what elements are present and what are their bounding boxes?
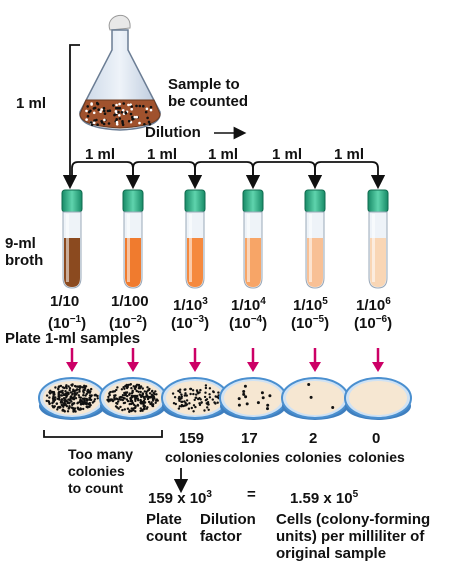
test-tube — [242, 189, 264, 289]
broth-label-1: 9-ml — [5, 235, 36, 252]
plating-arrow — [372, 348, 384, 372]
too-many-bracket — [43, 430, 163, 438]
colony-count-label: colonies — [285, 449, 342, 465]
tube-dilution-fraction: 1/100 — [111, 293, 149, 310]
tube-dilution-fraction: 1/106 — [356, 296, 391, 314]
plate-samples-label: Plate 1-ml samples — [5, 330, 141, 347]
cells-label-3: original sample — [276, 545, 387, 562]
test-tube — [184, 189, 206, 289]
plating-arrow — [189, 348, 201, 372]
transfer-label-2: 1 ml — [147, 146, 178, 163]
cells-label-1: Cells (colony-forming — [276, 511, 431, 528]
petri-plate — [161, 377, 229, 420]
plating-arrow — [127, 348, 139, 372]
transfer-arrow — [194, 161, 261, 190]
transfer-arrow — [252, 161, 323, 190]
transfer-arrow — [314, 161, 386, 190]
colony-count-label: colonies — [223, 449, 280, 465]
result-value: 1.59 x 105 — [290, 489, 359, 507]
colony-count: 159 — [179, 430, 205, 447]
test-tube — [367, 189, 389, 289]
tube-dilution-exponent: (10−6) — [354, 314, 393, 332]
tube-dilution-exponent: (10−5) — [291, 314, 330, 332]
tube-dilution-exponent: (10−3) — [171, 314, 210, 332]
sample-label-2: be counted — [168, 93, 249, 110]
tube-dilution-exponent: (10−4) — [229, 314, 268, 332]
test-tube — [61, 189, 83, 289]
transfer-label-4: 1 ml — [272, 146, 303, 163]
tube-dilution-fraction: 1/104 — [231, 296, 266, 314]
too-many-label-2: colonies — [68, 463, 125, 479]
petri-plate — [344, 377, 412, 420]
plate-count-label-2: count — [146, 528, 187, 545]
dilution-label: Dilution — [145, 124, 201, 141]
plating-arrow — [247, 348, 259, 372]
cells-label-2: units) per milliliter of — [276, 528, 425, 545]
dilution-factor-label-2: factor — [200, 528, 242, 545]
dilution-factor-label-1: Dilution — [200, 511, 256, 528]
colony-count: 2 — [309, 430, 318, 447]
test-tube — [122, 189, 144, 289]
transfer-label-3: 1 ml — [208, 146, 239, 163]
petri-plate — [99, 377, 167, 420]
sample-label-1: Sample to — [168, 76, 240, 93]
transfer-arrow — [132, 161, 203, 190]
broth-label-2: broth — [5, 252, 44, 269]
tube-dilution-fraction: 1/10 — [50, 293, 80, 310]
colony-count-label: colonies — [165, 449, 222, 465]
petri-plate — [281, 377, 349, 420]
too-many-label-3: to count — [68, 480, 124, 496]
tube-dilution-exponent: (10−2) — [109, 314, 148, 332]
flask-icon — [79, 14, 161, 131]
first-transfer-arrow — [62, 44, 80, 190]
colony-count: 0 — [372, 430, 381, 447]
plate-count-label-1: Plate — [146, 511, 182, 528]
first-transfer-label: 1 ml — [16, 95, 47, 112]
transfer-label-1: 1 ml — [85, 146, 116, 163]
test-tube — [304, 189, 326, 289]
petri-plate — [219, 377, 287, 420]
tube-dilution-exponent: (10−1) — [48, 314, 87, 332]
colony-count-label: colonies — [348, 449, 405, 465]
tube-dilution-fraction: 1/103 — [173, 296, 208, 314]
tube-dilution-fraction: 1/105 — [293, 296, 328, 314]
plating-arrow — [309, 348, 321, 372]
equals-sign: = — [247, 486, 256, 503]
too-many-label-1: Too many — [68, 446, 134, 462]
transfer-arrow — [71, 161, 141, 190]
plate-count-value: 159 x 103 — [148, 489, 212, 507]
plating-arrow — [66, 348, 78, 372]
petri-plate — [38, 377, 106, 420]
colony-count: 17 — [241, 430, 258, 447]
transfer-label-5: 1 ml — [334, 146, 365, 163]
